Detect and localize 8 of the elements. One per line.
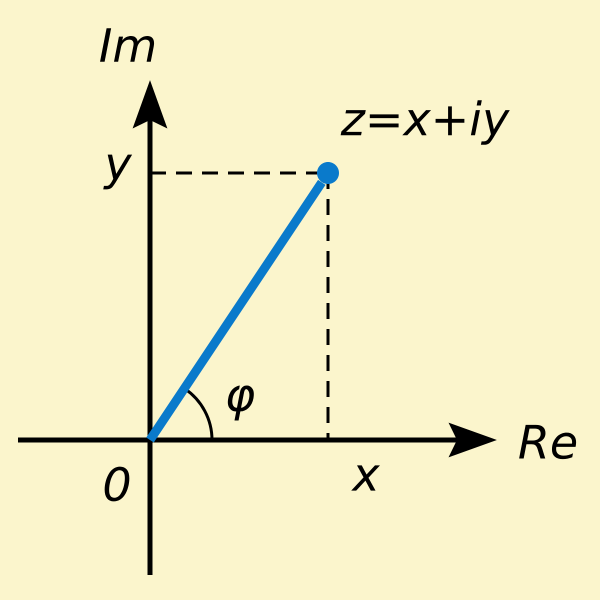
point-dot	[317, 162, 339, 184]
axis-label: Im	[100, 28, 154, 62]
point-label: z=x+iy	[340, 100, 510, 145]
angle-label: φ	[228, 386, 254, 420]
origin-label: 0	[104, 466, 130, 502]
axis-label: Re	[519, 424, 576, 460]
coordinate-label: y	[103, 154, 132, 190]
coordinate-label: x	[351, 465, 380, 491]
